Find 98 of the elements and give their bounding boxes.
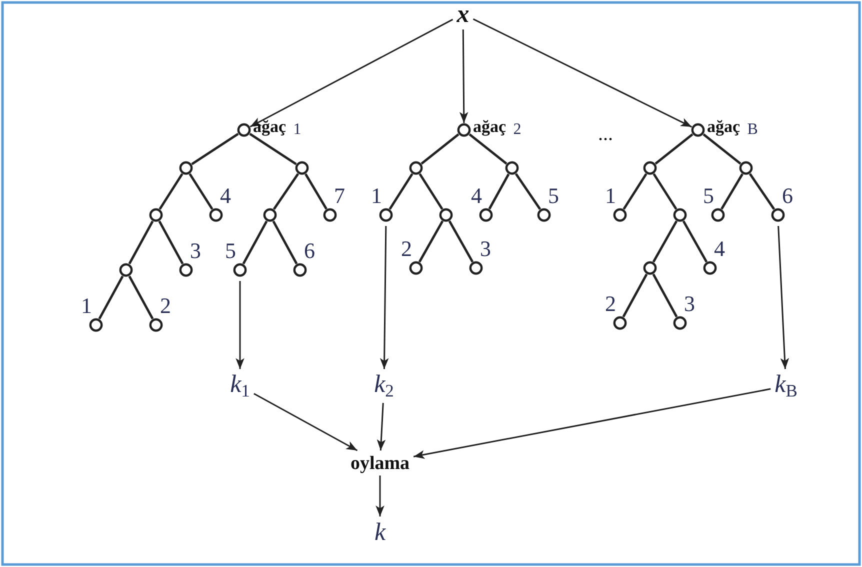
tree-node-circle <box>691 123 705 137</box>
tree-branch <box>652 274 678 318</box>
leaf-number: 2 <box>401 238 412 260</box>
tree-node-circle <box>149 318 163 332</box>
tree-node-circle <box>209 208 223 222</box>
tree-node-circle <box>703 261 717 275</box>
tree-branch <box>418 173 444 210</box>
tree-branch <box>652 220 678 262</box>
tree-branch <box>191 132 239 166</box>
arrow <box>250 18 454 128</box>
leaf-number: 1 <box>371 185 382 207</box>
ellipsis-label: ... <box>598 124 613 144</box>
tree-branch <box>682 220 708 262</box>
leaf-number: 3 <box>480 238 491 260</box>
arrow <box>376 476 384 516</box>
leaf-number: 6 <box>304 240 315 262</box>
tree-node-circle <box>673 208 687 222</box>
tree-branch <box>388 173 414 210</box>
tree-node-circle <box>537 208 551 222</box>
tree-branch <box>514 173 542 210</box>
math-label: k$_{2}$ <box>372 371 396 401</box>
tree-node-circle <box>179 161 193 175</box>
tree-node-circle <box>89 318 103 332</box>
tree-branch <box>622 274 648 318</box>
tree-node-circle <box>409 161 423 175</box>
leaf-number: 5 <box>548 185 559 207</box>
tree-branch <box>158 173 184 210</box>
tree-branch <box>242 220 268 264</box>
tree-node-circle <box>293 263 307 277</box>
tree-node-circle <box>263 208 277 222</box>
leaf-number: 2 <box>605 293 616 315</box>
tree-node-circle <box>643 161 657 175</box>
tree-node-circle <box>295 161 309 175</box>
tree-node-circle <box>379 208 393 222</box>
arrow <box>472 18 692 128</box>
tree-node-circle <box>149 208 163 222</box>
leaf-number: 3 <box>190 240 201 262</box>
tree-branch <box>188 173 214 210</box>
tree-branch <box>748 173 776 210</box>
tree-branch <box>304 173 328 210</box>
leaf-number: 7 <box>334 185 345 207</box>
tree-branch <box>448 220 474 262</box>
tree-node-circle <box>613 316 627 330</box>
tree-node-circle <box>323 208 337 222</box>
math-label: k$_{B}$ <box>772 371 800 401</box>
tree-branch <box>158 220 184 264</box>
tree-node-circle <box>673 316 687 330</box>
arrow <box>413 388 771 459</box>
arrow <box>380 226 389 370</box>
tree-node-circle <box>469 261 483 275</box>
leaf-number: 1 <box>605 185 616 207</box>
tree-branch <box>622 173 648 210</box>
tree-branch <box>272 220 298 264</box>
leaf-number: 4 <box>471 185 482 207</box>
tree-branch <box>488 174 510 210</box>
math-label: x <box>454 0 472 28</box>
leaf-number: 4 <box>714 238 725 260</box>
tree-node-circle <box>711 208 725 222</box>
tree-branch <box>420 133 460 165</box>
tree-node-circle <box>439 208 453 222</box>
math-label: k <box>372 518 388 546</box>
leaf-number: 3 <box>684 293 695 315</box>
tree-node-circle <box>457 123 471 137</box>
tree-branch <box>702 133 742 165</box>
tree-branch <box>654 133 694 165</box>
tree-branch <box>272 173 300 210</box>
leaf-number: 6 <box>782 185 793 207</box>
tree-node-circle <box>771 208 785 222</box>
tree-branch <box>418 220 444 262</box>
tree-branch <box>468 133 508 165</box>
arrow <box>254 393 358 452</box>
tree-branch <box>652 173 678 210</box>
tree-branch <box>98 276 124 320</box>
tree-branch <box>249 132 297 166</box>
tree-node-circle <box>643 261 657 275</box>
tree-branch <box>128 220 154 264</box>
tree-node-circle <box>613 208 627 222</box>
tree-node-circle <box>739 161 753 175</box>
leaf-number: 4 <box>220 185 231 207</box>
leaf-number: 5 <box>225 240 236 262</box>
tree-node-circle <box>505 161 519 175</box>
tree-node-circle <box>119 263 133 277</box>
tree-node-circle <box>233 263 247 277</box>
arrow <box>778 226 790 370</box>
voting-label: oylama <box>348 452 412 474</box>
tree-branch <box>720 173 744 210</box>
arrow <box>459 30 468 123</box>
tree-node-circle <box>179 263 193 277</box>
tree-node-circle <box>409 261 423 275</box>
leaf-number: 5 <box>703 185 714 207</box>
arrow <box>376 402 386 451</box>
arrow <box>236 281 244 370</box>
tree-branch <box>128 276 154 320</box>
tree-node-circle <box>237 123 251 137</box>
leaf-number: 1 <box>81 295 92 317</box>
leaf-number: 2 <box>160 295 171 317</box>
tree-node-circle <box>479 208 493 222</box>
math-label: k$_{1}$ <box>228 371 252 401</box>
